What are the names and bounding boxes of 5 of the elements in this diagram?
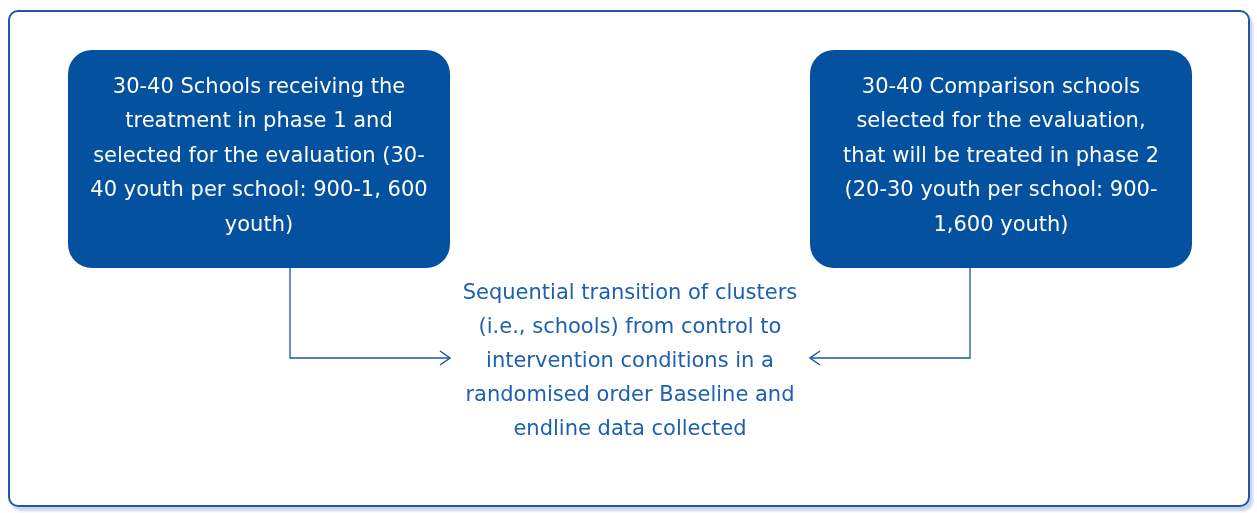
description-text: Sequential transition of clusters (i.e., schools) from control to intervention conditions in a randomised order Baseline and endline data collected	[462, 253, 798, 467]
arrow	[809, 267, 971, 366]
process-box: 30-40 Comparison schools selected for the evaluation, that will be treated in phase 2 (20-30 youth per school: 900-1,600 youth)	[810, 50, 1192, 268]
arrow	[289, 267, 451, 366]
process-box: 30-40 Schools receiving the treatment in phase 1 and selected for the evaluation (30-40 youth per school: 900-1, 600 youth)	[68, 50, 450, 268]
